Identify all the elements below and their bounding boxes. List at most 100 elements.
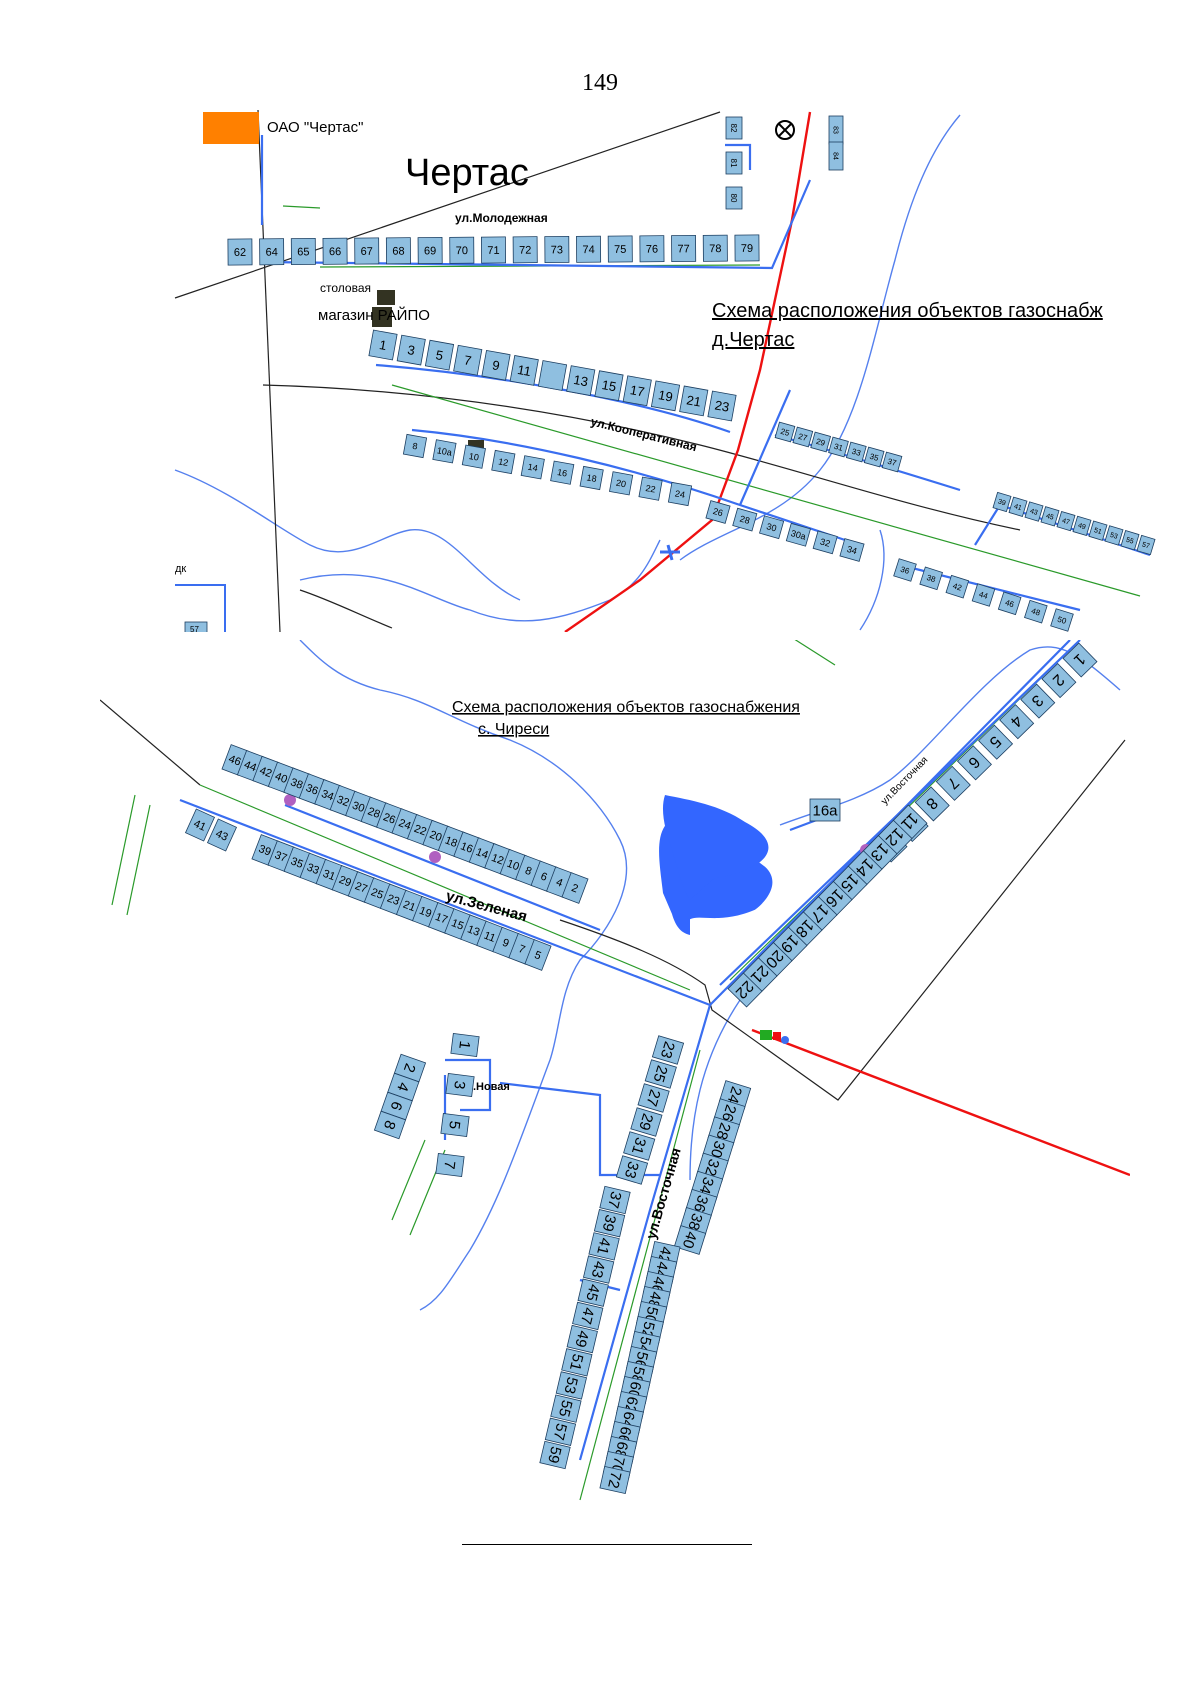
vostochnaya-far-west-house: 41 [588, 1232, 620, 1261]
far-east-south-house-number: 38 [925, 573, 937, 584]
coop-north-house-shape [368, 329, 398, 361]
vostochnaya-s-west-house: 33 [615, 1155, 649, 1185]
coop-north-house-shape [481, 349, 511, 381]
stolovaya-building [377, 290, 395, 305]
coop-south-house-shape [402, 433, 428, 459]
zelenaya-south-house-number: 5 [533, 949, 543, 962]
far-east-south-house-shape [971, 583, 996, 607]
coop-north-house: 11 [509, 355, 539, 386]
east-lower-house-number: 28 [739, 514, 751, 526]
far-east-house: 43 [1024, 501, 1044, 522]
far-east-south-house-shape [1024, 599, 1048, 624]
coop-north-house-shape [424, 339, 455, 371]
novaya-right-house-number: 5 [445, 1120, 463, 1130]
molodezhnaya-house-shape [227, 238, 253, 266]
vostochnaya-ne-outer-house-shape [935, 765, 971, 801]
east-upper-house-shape [810, 431, 832, 453]
molodezhnaya-house: 69 [417, 237, 443, 264]
novaya-left-house: 8 [373, 1110, 407, 1140]
vostochnaya-far-west-house-shape [588, 1232, 620, 1261]
far-east-house-shape [992, 491, 1012, 513]
coop-south-house: 10 [461, 444, 486, 469]
east-upper-house-shape [792, 426, 814, 448]
vostochnaya-far-west-house: 59 [539, 1440, 571, 1470]
molodezhnaya-house: 64 [259, 238, 285, 266]
far-east-south-house-number: 44 [978, 590, 990, 601]
dk-label: дк [175, 563, 186, 575]
east-upper-house: 31 [828, 436, 849, 458]
coop-north-house-shape [679, 385, 709, 417]
far-east-house-number: 39 [997, 498, 1007, 507]
vostochnaya-s-east-house: 40 [673, 1225, 707, 1255]
far-east-house-shape [1008, 496, 1028, 517]
vostochnaya-far-west-house-shape [572, 1301, 604, 1331]
molodezhnaya-house-number: 79 [741, 243, 753, 255]
vostochnaya-s-west-house-shape [615, 1155, 649, 1185]
vostochnaya-s-east-house-number: 30 [707, 1139, 728, 1160]
molodezhnaya-house-shape [259, 238, 285, 266]
vostochnaya-far-west-house-shape [539, 1440, 571, 1470]
molodezhnaya-house-shape [322, 237, 348, 265]
far-east-house: 47 [1056, 510, 1076, 532]
coop-north-house: 23 [707, 390, 737, 422]
vostochnaya-s-east-house-shape [673, 1225, 707, 1255]
zelenaya-south-house-number: 33 [305, 862, 321, 878]
molodezhnaya-house-shape [480, 236, 507, 264]
house-left-57-number: 57 [190, 625, 199, 634]
vostochnaya-ne-outer-house-shape [999, 704, 1035, 740]
vostochnaya-ne-outer-house: 7 [935, 765, 971, 801]
vostochnaya-far-west-house-number: 51 [566, 1352, 586, 1372]
vostochnaya-s-east-house-number: 36 [690, 1193, 711, 1214]
vostochnaya-s-west-house-shape [623, 1131, 656, 1161]
vostochnaya-far-west-house: 43 [582, 1255, 615, 1284]
molodezhnaya-house-number: 69 [424, 245, 436, 257]
zelenaya-north-house-number: 12 [490, 852, 506, 868]
coop-north-house-shape [509, 355, 539, 386]
far-east-south-house-shape [1050, 608, 1074, 632]
vostochnaya-ne-outer-house-shape [956, 745, 992, 781]
zelenaya-south-house-shape [524, 939, 552, 971]
zelenaya-west-house-shape [206, 818, 238, 852]
zelenaya-south-house-number: 19 [417, 905, 433, 921]
molodezhnaya-house: 78 [702, 234, 728, 262]
vostochnaya-s-west-house-number: 31 [628, 1135, 649, 1156]
molodezhnaya-house-shape [354, 237, 380, 265]
far-east-south-house-number: 42 [952, 581, 964, 592]
molodezhnaya-house-number: 70 [456, 245, 468, 257]
far-east-house: 45 [1040, 506, 1060, 527]
vostochnaya-far-west-house: 55 [550, 1394, 582, 1423]
far-east-south-house: 46 [997, 591, 1022, 616]
far-east-south-house-number: 36 [899, 565, 911, 576]
coop-south-house: 12 [491, 449, 516, 475]
vostochnaya-s-east-house-number: 26 [718, 1102, 739, 1123]
zelenaya-south-house-number: 31 [321, 868, 337, 884]
zelenaya-south-house-number: 35 [289, 855, 305, 871]
far-east-south-house-shape [945, 574, 970, 599]
far-east-house-number: 47 [1061, 518, 1071, 527]
molodezhnaya-house-number: 66 [329, 246, 341, 258]
far-east-house: 39 [992, 491, 1012, 513]
valve-symbols-chiresi [284, 794, 872, 1044]
vostochnaya-far-west-house-number: 53 [560, 1375, 580, 1395]
novaya-left-house-shape [373, 1110, 407, 1140]
east-lower-house: 28 [732, 507, 758, 532]
far-east-house: 51 [1088, 520, 1108, 541]
far-east-south-house: 38 [919, 566, 943, 591]
zelenaya-south-house-number: 23 [385, 892, 401, 908]
molodezhnaya-house: 65 [290, 238, 316, 265]
zelenaya-north-house-number: 28 [366, 805, 382, 821]
coop-south-house-number: 20 [615, 478, 627, 490]
zelenaya-north-house-number: 34 [320, 788, 336, 804]
northeast-house: 84 [828, 141, 844, 171]
novaya-right-house-shape [445, 1073, 475, 1097]
vostochnaya-s-west-house: 31 [623, 1131, 656, 1161]
far-east-south-house-shape [997, 591, 1022, 616]
far-east-house-number: 51 [1093, 527, 1103, 536]
vostochnaya-ne-outer-house: 2 [1041, 663, 1077, 699]
far-east-house-number: 41 [1013, 503, 1023, 512]
novaya-left-house: 4 [387, 1072, 420, 1102]
east-upper-house-shape [774, 421, 796, 443]
vostochnaya-far-west-house-number: 39 [599, 1213, 619, 1233]
coop-north-house-number: 7 [463, 352, 473, 368]
far-east-house: 49 [1072, 515, 1092, 537]
